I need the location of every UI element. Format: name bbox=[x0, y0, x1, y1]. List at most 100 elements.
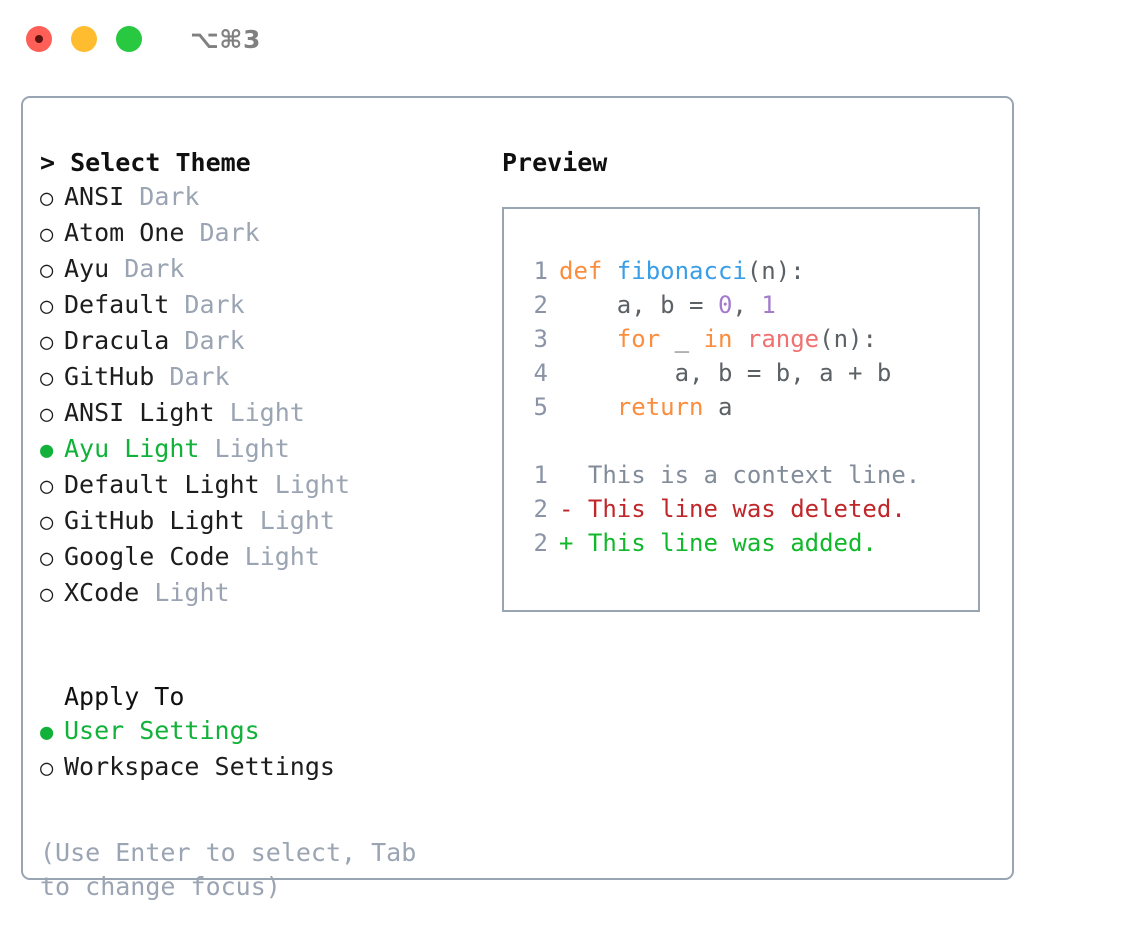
theme-option-github[interactable]: ○GitHub Dark bbox=[40, 360, 502, 396]
theme-option-name: Google Code bbox=[64, 542, 230, 571]
diff-line-context: 1 This is a context line. bbox=[522, 458, 978, 492]
code-token-plain bbox=[559, 393, 617, 421]
code-token-builtin: range bbox=[746, 325, 820, 353]
radio-unselected-icon: ○ bbox=[40, 186, 54, 211]
theme-option-name: Dracula bbox=[64, 326, 170, 355]
radio-unselected-icon: ○ bbox=[40, 258, 54, 283]
radio-unselected-icon: ○ bbox=[40, 402, 54, 427]
theme-option-variant: Dark bbox=[139, 182, 200, 211]
code-token-plain: a, b = bbox=[559, 291, 718, 319]
diff-line-text: This is a context line. bbox=[559, 461, 921, 489]
radio-unselected-icon: ○ bbox=[40, 222, 54, 247]
code-token-plain: a bbox=[703, 393, 733, 421]
radio-selected-icon: ● bbox=[40, 720, 54, 745]
theme-option-name: Default Light bbox=[64, 470, 260, 499]
close-button[interactable] bbox=[26, 26, 52, 52]
theme-option-atom-one[interactable]: ○ Atom One Dark bbox=[40, 216, 502, 252]
code-token-plain: _ bbox=[660, 325, 704, 353]
spacer bbox=[184, 216, 199, 250]
apply-to-title: Apply To bbox=[64, 682, 185, 711]
code-token-plain: , bbox=[732, 291, 762, 319]
code-token-number: 1 bbox=[761, 291, 776, 319]
apply-to-option-workspace-settings[interactable]: ○Workspace Settings bbox=[40, 750, 502, 786]
spacer bbox=[109, 252, 124, 286]
radio-unselected-icon: ○ bbox=[40, 474, 54, 499]
diff-line-text: - This line was deleted. bbox=[559, 495, 906, 523]
diff-line-number: 2 bbox=[533, 529, 548, 557]
theme-option-dracula[interactable]: ○Dracula Dark bbox=[40, 324, 502, 360]
theme-option-xcode[interactable]: ○ XCode Light bbox=[40, 576, 502, 612]
spacer bbox=[169, 324, 184, 358]
code-token-punct: (n): bbox=[746, 257, 805, 285]
code-line: 4 a, b = b, a + b bbox=[522, 356, 978, 390]
spacer bbox=[169, 288, 184, 322]
code-line-number: 5 bbox=[533, 393, 548, 421]
theme-option-ansi[interactable]: ○ ANSI Dark bbox=[40, 180, 502, 216]
code-line: 5 return a bbox=[522, 390, 978, 424]
theme-option-name: Default bbox=[64, 290, 170, 319]
spacer bbox=[139, 576, 154, 610]
preview-header: Preview bbox=[502, 148, 608, 177]
apply-to-option-list[interactable]: ● User Settings ○Workspace Settings bbox=[40, 714, 502, 786]
code-line-number: 1 bbox=[533, 257, 548, 285]
theme-picker-column: > Select Theme ○ANSI Dark○Atom One Dark○… bbox=[40, 146, 502, 904]
radio-unselected-icon: ○ bbox=[40, 546, 54, 571]
theme-option-variant: Light bbox=[229, 398, 305, 427]
spacer bbox=[154, 360, 169, 394]
theme-option-variant: Dark bbox=[184, 326, 245, 355]
radio-unselected-icon: ○ bbox=[40, 510, 54, 535]
theme-option-variant: Light bbox=[214, 434, 290, 463]
code-token-keyword: for bbox=[616, 325, 661, 353]
zoom-button[interactable] bbox=[116, 26, 142, 52]
apply-to-option-user-settings[interactable]: ● User Settings bbox=[40, 714, 502, 750]
apply-to-option-label: User Settings bbox=[64, 716, 260, 745]
code-line: 2 a, b = 0, 1 bbox=[522, 288, 978, 322]
theme-option-variant: Light bbox=[259, 506, 335, 535]
theme-option-ayu[interactable]: ○ Ayu Dark bbox=[40, 252, 502, 288]
theme-option-google-code[interactable]: ○ Google Code Light bbox=[40, 540, 502, 576]
diff-sample: 1 This is a context line. 2 - This line wa… bbox=[522, 458, 978, 560]
code-token-function: fibonacci bbox=[616, 257, 747, 285]
diff-line-number: 1 bbox=[533, 461, 548, 489]
theme-option-variant: Light bbox=[154, 578, 230, 607]
code-token-punct: (n): bbox=[819, 325, 877, 353]
theme-option-name: XCode bbox=[64, 578, 140, 607]
diff-line-number: 2 bbox=[533, 495, 548, 523]
code-token-plain: a, b = b, a + b bbox=[559, 359, 892, 387]
theme-option-name: Ayu bbox=[64, 254, 110, 283]
spacer bbox=[230, 540, 245, 574]
minimize-button[interactable] bbox=[71, 26, 97, 52]
main-panel: > Select Theme ○ANSI Dark○Atom One Dark○… bbox=[21, 96, 1014, 901]
theme-option-default[interactable]: ○ Default Dark bbox=[40, 288, 502, 324]
theme-option-list[interactable]: ○ ANSI Dark ○ Atom One Dark ○ Ayu Dark ○ Defaul… bbox=[40, 180, 502, 612]
code-token-keyword: return bbox=[616, 393, 704, 421]
theme-option-variant: Dark bbox=[184, 290, 245, 319]
code-line: 3 for _ in range(n): bbox=[522, 322, 978, 356]
theme-option-variant: Dark bbox=[199, 218, 260, 247]
title-bar: ⌥⌘3 bbox=[0, 0, 1140, 78]
theme-option-name: ANSI bbox=[64, 182, 125, 211]
diff-line-added: 2+ This line was added. bbox=[522, 526, 978, 560]
code-line-number: 4 bbox=[533, 359, 548, 387]
traffic-light-group bbox=[26, 26, 142, 52]
radio-unselected-icon: ○ bbox=[40, 582, 54, 607]
radio-unselected-icon: ○ bbox=[40, 294, 54, 319]
theme-option-variant: Light bbox=[244, 542, 320, 571]
spacer bbox=[215, 396, 230, 430]
spacer bbox=[124, 180, 139, 214]
theme-option-variant: Dark bbox=[124, 254, 185, 283]
code-token-keyword: in bbox=[703, 325, 733, 353]
theme-option-github-light[interactable]: ○GitHub Light Light bbox=[40, 504, 502, 540]
theme-option-name: Atom One bbox=[64, 218, 185, 247]
code-token-plain bbox=[732, 325, 746, 353]
theme-option-ayu-light[interactable]: ●Ayu Light Light bbox=[40, 432, 502, 468]
select-theme-header: > Select Theme bbox=[40, 148, 251, 177]
theme-option-ansi-light[interactable]: ○ANSI Light Light bbox=[40, 396, 502, 432]
diff-line-deleted: 2 - This line was deleted. bbox=[522, 492, 978, 526]
code-token-plain bbox=[559, 325, 617, 353]
theme-option-default-light[interactable]: ○Default Light Light bbox=[40, 468, 502, 504]
